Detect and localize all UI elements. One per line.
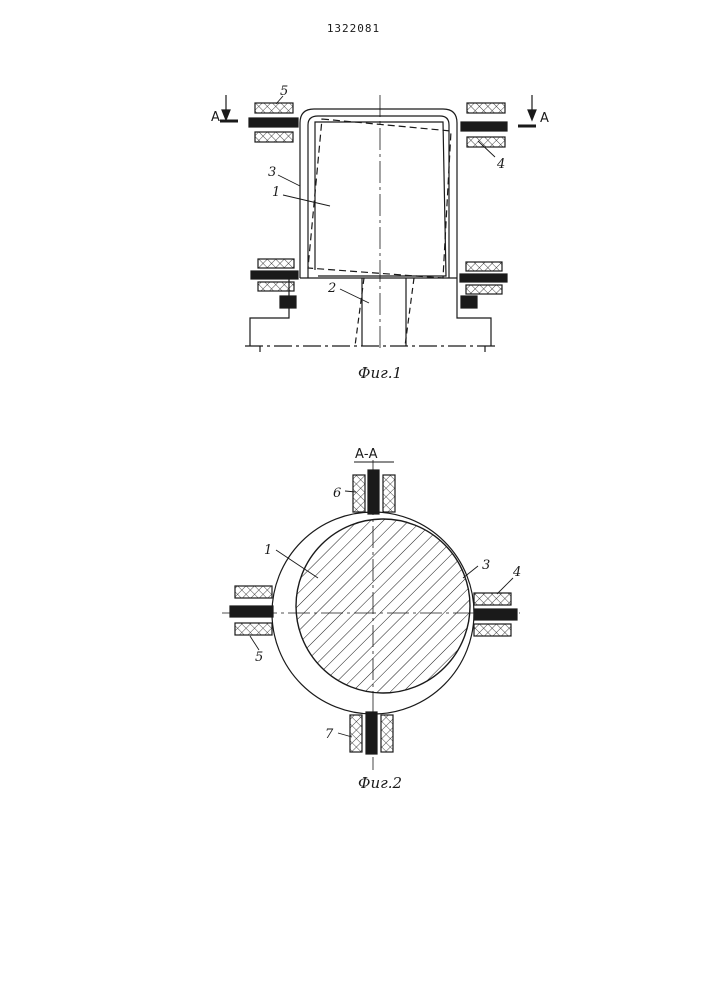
label-fig2-7: 7 (325, 727, 334, 742)
section-mark-right: A (540, 111, 549, 126)
shaft-tilted-left (355, 278, 364, 346)
leader-2 (340, 289, 369, 303)
label-5: 5 (280, 84, 288, 99)
section-arrow-left (220, 95, 238, 121)
leader-3 (278, 175, 300, 186)
label-fig2-4: 4 (512, 565, 521, 580)
leader-1 (283, 195, 330, 206)
bearing-top (353, 470, 395, 514)
bearing-left-bottom (251, 259, 298, 308)
rotor-tilted-dashed (308, 119, 451, 278)
bearing-right (474, 593, 517, 636)
figure-2-caption: Фиг.2 (358, 774, 402, 792)
bearing-left-top (249, 103, 298, 142)
figure-1 (220, 95, 536, 352)
housing-inner (308, 116, 449, 278)
bearing-left (230, 586, 273, 635)
section-arrow-right (518, 95, 536, 126)
label-4: 4 (496, 157, 505, 172)
leader-fig2-5 (250, 636, 259, 650)
rotor-section (296, 519, 470, 693)
bearing-bottom (350, 712, 393, 754)
label-2: 2 (327, 281, 336, 296)
section-title: А-А (355, 447, 378, 462)
bearing-right-top (461, 103, 507, 147)
leader-fig2-4 (497, 578, 513, 594)
housing-outer (300, 109, 457, 278)
label-fig2-5: 5 (255, 650, 263, 665)
label-1: 1 (272, 185, 280, 200)
rotor-body (315, 122, 446, 276)
label-3: 3 (268, 165, 276, 180)
label-fig2-6: 6 (333, 486, 341, 501)
label-fig2-3: 3 (482, 558, 490, 573)
figure-2 (222, 460, 520, 770)
label-fig2-1: 1 (264, 543, 272, 558)
figure-1-caption: Фиг.1 (358, 364, 402, 382)
section-mark-left: A (211, 110, 220, 125)
bearing-right-bottom (460, 262, 507, 308)
